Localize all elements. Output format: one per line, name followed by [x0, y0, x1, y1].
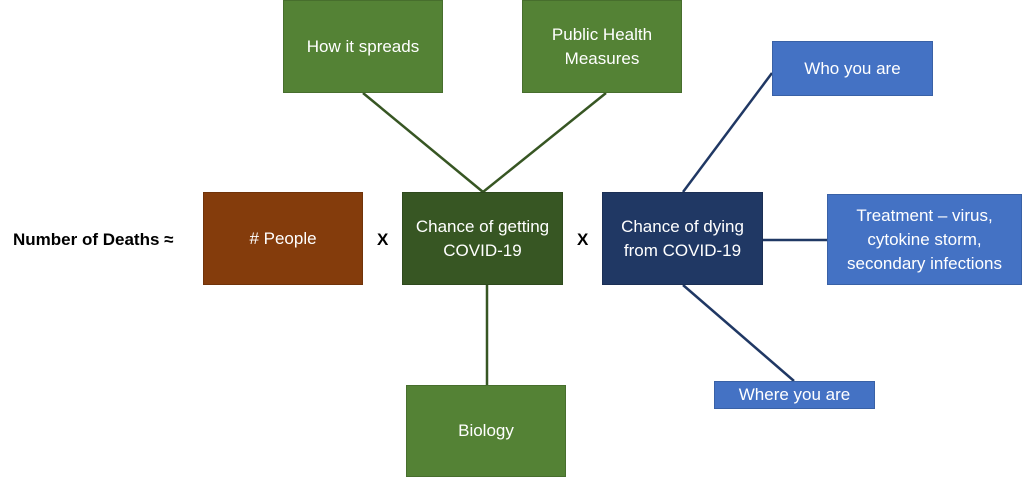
node-chance-dying: Chance of dying from COVID-19 — [602, 192, 763, 285]
connector-where — [682, 284, 795, 382]
equation-label: Number of Deaths ≈ — [13, 230, 174, 249]
multiply-operator-1: X — [377, 230, 389, 249]
node-biology: Biology — [406, 385, 566, 477]
node-public-health: Public Health Measures — [522, 0, 682, 93]
node-people: # People — [203, 192, 363, 285]
node-treatment: Treatment – virus, cytokine storm, secon… — [827, 194, 1022, 285]
node-who-you-are: Who you are — [772, 41, 933, 96]
multiply-operator-2: X — [577, 230, 589, 249]
connector-spreads — [362, 92, 484, 193]
node-chance-getting: Chance of getting COVID-19 — [402, 192, 563, 285]
node-where-you-are: Where you are — [714, 381, 875, 409]
connector-who — [681, 72, 774, 193]
connector-public-health — [482, 92, 607, 193]
node-how-it-spreads: How it spreads — [283, 0, 443, 93]
